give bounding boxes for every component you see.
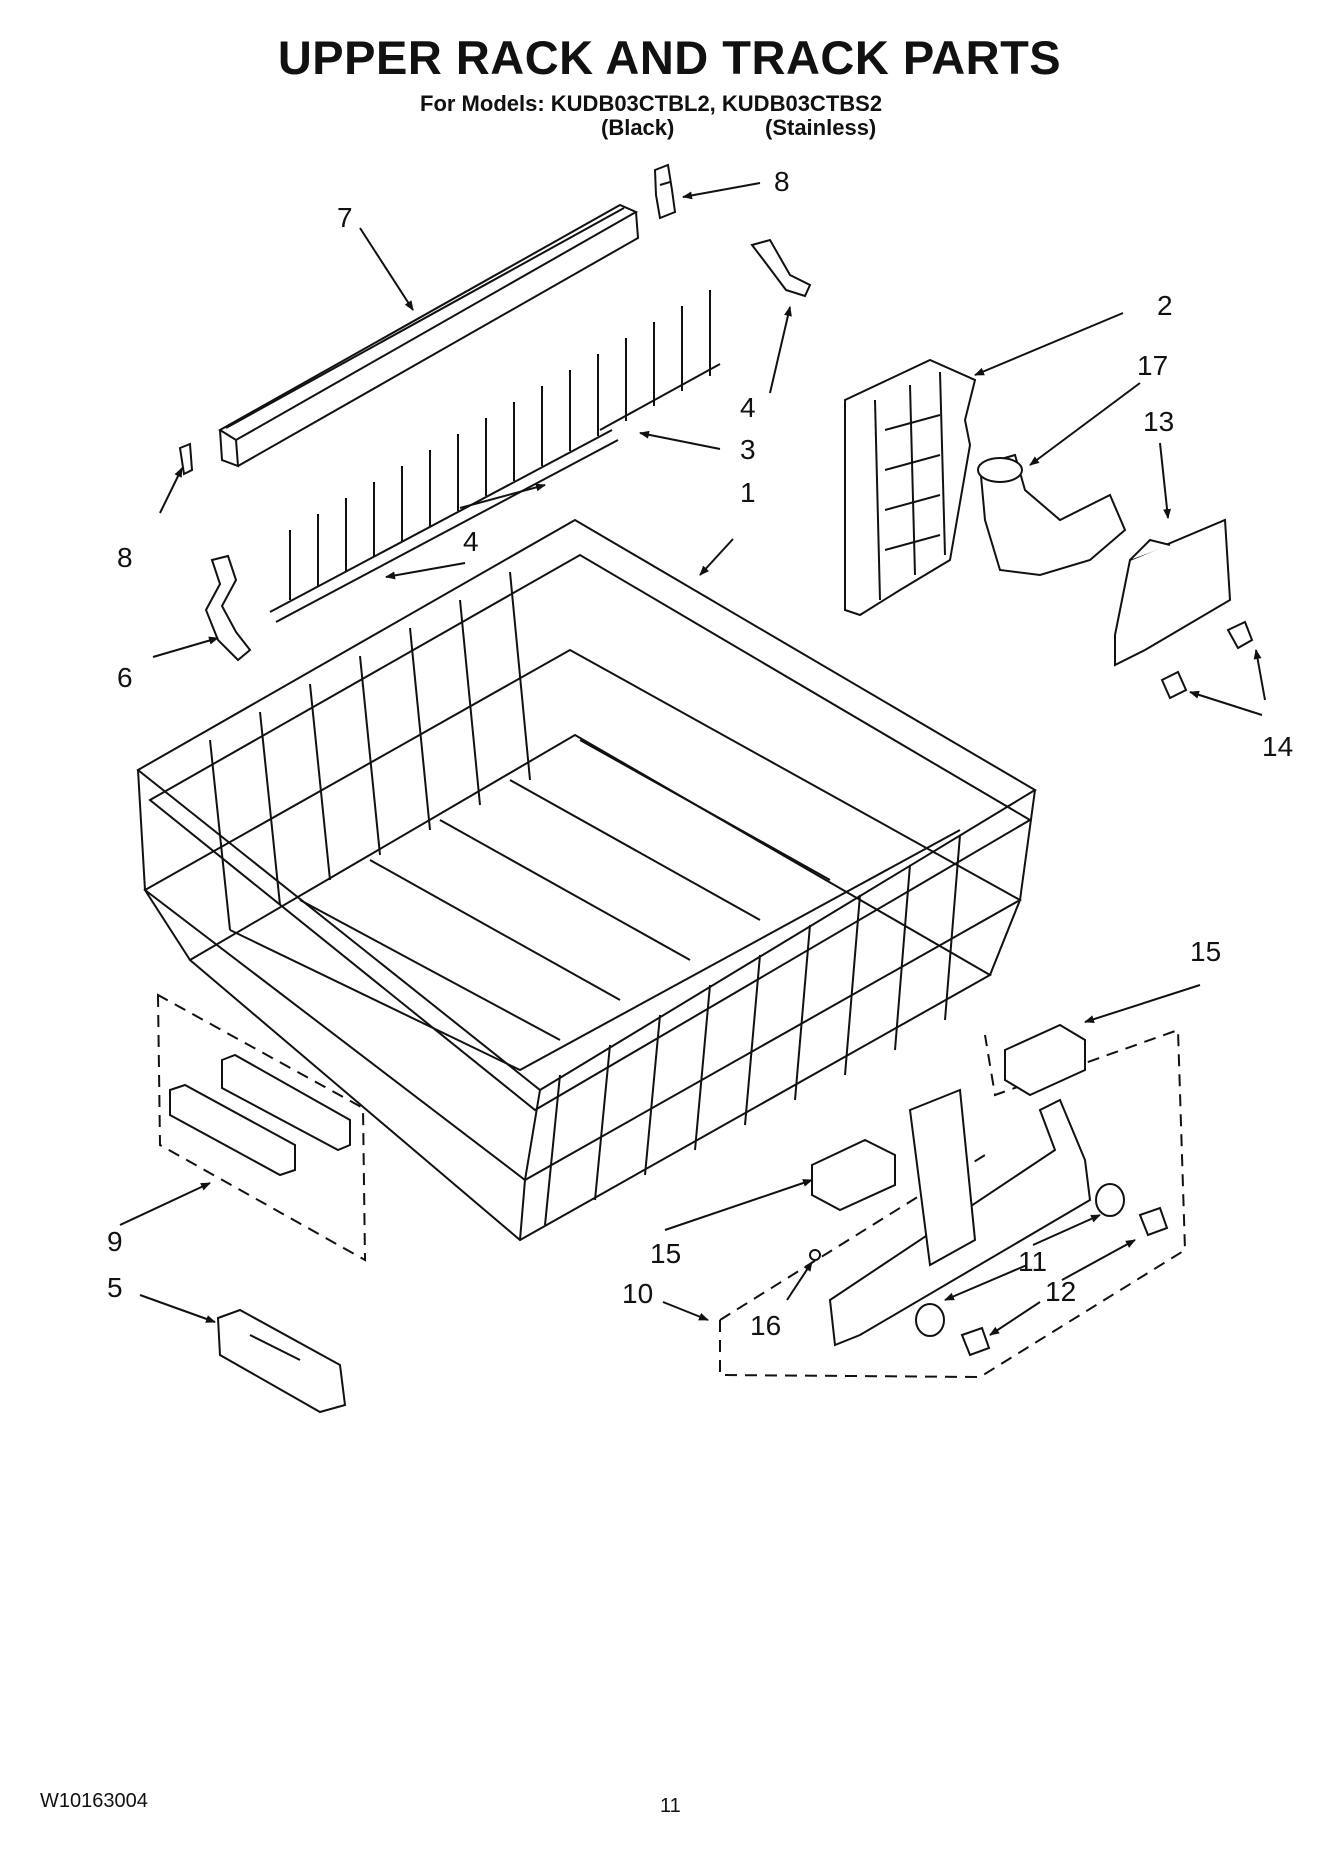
- part-13-track-cover: [1114, 518, 1232, 667]
- callout-4-top: 4: [740, 392, 756, 423]
- callout-4-mid: 4: [463, 526, 479, 557]
- callout-8-top: 8: [774, 166, 790, 197]
- page-number: 11: [660, 1795, 681, 1817]
- part-10-track-assembly: [719, 1028, 1187, 1379]
- document-number: W10163004: [40, 1790, 148, 1812]
- callout-2: 2: [1157, 290, 1173, 321]
- leader-arrows: [119, 182, 1266, 1336]
- page-title: UPPER RACK AND TRACK PARTS: [277, 31, 1062, 84]
- callout-15-lower: 15: [650, 1238, 682, 1269]
- part-12-axle: [960, 1206, 1169, 1357]
- part-1-upper-rack-basket: [136, 518, 1037, 1242]
- variant-black-label: (Black): [601, 115, 675, 140]
- part-16-screw: [809, 1249, 821, 1261]
- callout-7: 7: [337, 202, 353, 233]
- callout-8-left: 8: [117, 542, 133, 573]
- models-line: For Models: KUDB03CTBL2, KUDB03CTBS2: [420, 91, 883, 116]
- callout-13: 13: [1143, 406, 1175, 437]
- part-17-adjuster-arm: [977, 453, 1127, 577]
- callout-10: 10: [622, 1278, 654, 1309]
- part-4-pivot-top: [750, 238, 812, 298]
- part-14-screws: [1160, 620, 1254, 700]
- callout-1: 1: [740, 477, 756, 508]
- callout-14: 14: [1262, 731, 1294, 762]
- part-11-wheel: [915, 1183, 1125, 1337]
- callout-9: 9: [107, 1226, 123, 1257]
- part-8-clip-left: [178, 442, 194, 476]
- callout-11: 11: [1018, 1246, 1048, 1277]
- callout-12: 12: [1045, 1276, 1077, 1307]
- part-8-clip-top: [653, 163, 677, 220]
- part-9-rack-stops: [156, 993, 367, 1262]
- part-5-track-end-cap: [216, 1308, 347, 1414]
- callout-5: 5: [107, 1272, 123, 1303]
- callout-17: 17: [1137, 350, 1169, 381]
- variant-stainless-label: (Stainless): [765, 115, 877, 140]
- part-6-rack-adjuster: [204, 554, 252, 662]
- part-15-track-glide: [811, 1023, 1086, 1212]
- part-7-rack-rail: [218, 203, 640, 468]
- part-2-track-housing: [844, 358, 977, 617]
- part-3-fold-down-tines: [269, 290, 721, 623]
- callout-6: 6: [117, 662, 133, 693]
- callout-15-top: 15: [1190, 936, 1222, 967]
- callout-3: 3: [740, 434, 756, 465]
- callout-16: 16: [750, 1310, 782, 1341]
